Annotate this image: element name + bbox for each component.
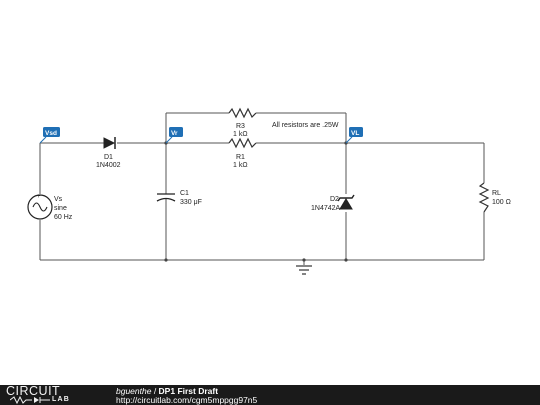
circuit-title[interactable]: DP1 First Draft [158, 386, 219, 396]
circuitlab-logo[interactable]: CIRCUIT LAB [6, 385, 94, 405]
node-tag-vr[interactable]: Vr [165, 127, 183, 144]
vs-name: Vs [54, 196, 63, 203]
r3-name: R3 [236, 123, 245, 130]
logo-circuit-symbol-icon [10, 396, 50, 404]
d2-name: D2 [330, 196, 339, 203]
d2-value: 1N4742A [311, 205, 341, 212]
c1-name: C1 [180, 190, 189, 197]
node-tag-vl[interactable]: VL [345, 127, 363, 144]
ground-icon[interactable] [296, 265, 312, 275]
resistor-rl[interactable] [478, 182, 490, 213]
vs-frequency: 60 Hz [54, 214, 73, 221]
sine-source-vs[interactable]: + [27, 194, 53, 220]
logo-text-lab: LAB [52, 396, 70, 403]
d1-value: 1N4002 [96, 162, 121, 169]
rl-value: 100 Ω [492, 199, 511, 206]
zener-d2[interactable] [337, 194, 355, 210]
title-separator: / [151, 386, 159, 396]
node-label-vr: Vr [171, 130, 178, 137]
resistor-r1[interactable] [228, 137, 257, 149]
schematic-canvas[interactable]: D1 1N4002 R3 1 kΩ R1 1 kΩ All resistors … [0, 0, 540, 385]
node-label-vsd: Vsd [45, 130, 57, 137]
d1-name: D1 [104, 154, 113, 161]
r1-value: 1 kΩ [233, 162, 248, 169]
rl-name: RL [492, 190, 501, 197]
footer-bar: CIRCUIT LAB bguenthe / DP1 First Draft h… [0, 385, 540, 405]
resistor-note: All resistors are .25W [272, 122, 339, 129]
diode-d1[interactable] [103, 137, 116, 149]
node-label-vl: VL [351, 130, 359, 137]
c1-value: 330 μF [180, 199, 202, 206]
author-link[interactable]: bguenthe [116, 386, 152, 396]
r1-name: R1 [236, 154, 245, 161]
capacitor-c1[interactable] [156, 193, 176, 202]
node-tag-vsd[interactable]: Vsd [39, 127, 60, 144]
logo-text-circuit: CIRCUIT [6, 384, 61, 398]
vs-type: sine [54, 205, 67, 212]
r3-value: 1 kΩ [233, 131, 248, 138]
circuit-url-link[interactable]: http://circuitlab.com/cgm5mppgg97n5 [116, 395, 258, 405]
footer-title-line: bguenthe / DP1 First Draft [116, 386, 218, 396]
resistor-r3[interactable] [228, 107, 257, 119]
plus-sign: + [37, 194, 41, 200]
wires [39, 112, 485, 265]
